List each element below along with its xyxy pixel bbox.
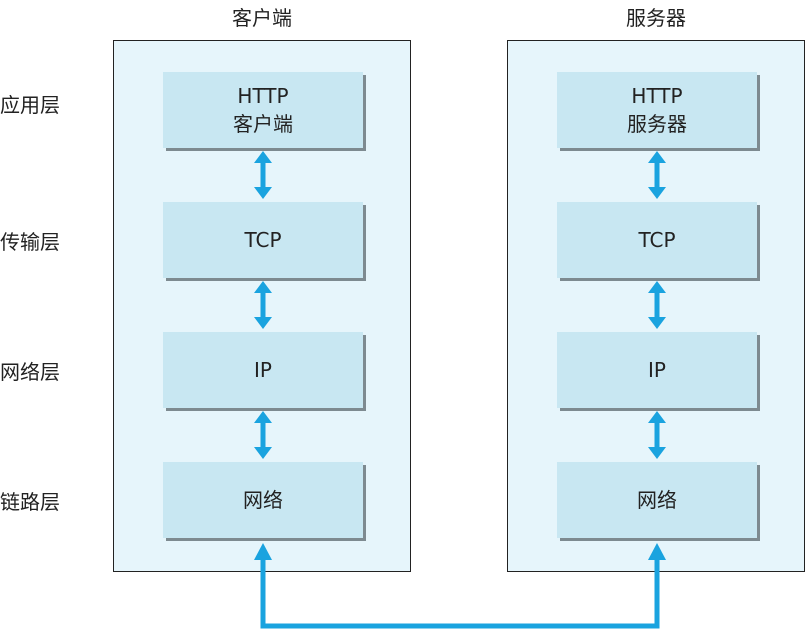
client-ip-box-label: IP bbox=[254, 358, 272, 382]
server-http-box-line1: HTTP bbox=[631, 84, 683, 108]
client-column-title: 客户端 bbox=[232, 6, 292, 30]
client-http-box-line1: HTTP bbox=[237, 84, 289, 108]
layer-label-network: 网络层 bbox=[0, 360, 60, 384]
client-network-box-label: 网络 bbox=[243, 488, 283, 512]
layer-label-application: 应用层 bbox=[0, 93, 60, 117]
client-http-box-line2: 客户端 bbox=[233, 112, 293, 136]
server-network-box-label: 网络 bbox=[637, 488, 677, 512]
layer-label-link: 链路层 bbox=[0, 490, 60, 514]
client-http-box: HTTP 客户端 bbox=[163, 72, 363, 148]
server-http-box-line2: 服务器 bbox=[627, 112, 687, 136]
server-http-box: HTTP 服务器 bbox=[557, 72, 757, 148]
server-column-title: 服务器 bbox=[626, 6, 686, 30]
server-ip-box-label: IP bbox=[648, 358, 666, 382]
client-tcp-box-label: TCP bbox=[244, 228, 282, 252]
server-tcp-box-label: TCP bbox=[638, 228, 676, 252]
server-tcp-box: TCP bbox=[557, 202, 757, 278]
client-network-box: 网络 bbox=[163, 462, 363, 538]
server-network-box: 网络 bbox=[557, 462, 757, 538]
client-ip-box: IP bbox=[163, 332, 363, 408]
server-ip-box: IP bbox=[557, 332, 757, 408]
layer-label-transport: 传输层 bbox=[0, 230, 60, 254]
client-tcp-box: TCP bbox=[163, 202, 363, 278]
